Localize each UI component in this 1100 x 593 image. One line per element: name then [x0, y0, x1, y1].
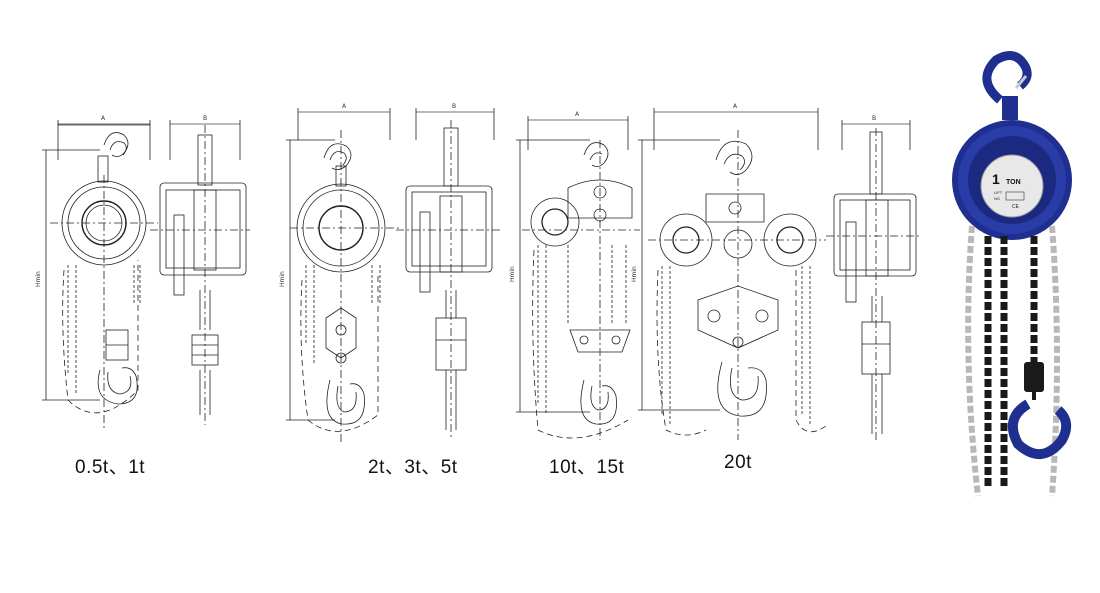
capacity-plate [980, 154, 1044, 218]
dim-a-label: A [575, 111, 580, 118]
dim-hmin-label: Hmin [509, 266, 516, 282]
drawing-front-10-15t: A Hmin [509, 111, 640, 440]
ce-mark: CE [1012, 204, 1020, 210]
drawing-front-0.5-1t: A Hmin [35, 115, 158, 430]
caption-2-5t: 2t、3t、5t [368, 457, 458, 478]
dim-b-label: B [203, 115, 207, 122]
capacity-unit: TON [1006, 179, 1021, 186]
product-photo-chain-block: CHAIN BLOCK 1 TON LIFT NO CE [952, 51, 1072, 497]
plate-line-2: NO [994, 196, 1000, 201]
capacity-number: 1 [992, 171, 1000, 187]
caption-0.5-1t: 0.5t、1t [75, 457, 146, 478]
dim-hmin-label: Hmin [279, 271, 286, 287]
dim-hmin-label: Hmin [631, 266, 638, 282]
dim-b-label: B [452, 103, 456, 110]
caption-10-15t: 10t、15t [549, 457, 625, 478]
drawing-side-2-5t: B [396, 103, 500, 440]
drawing-front-20t: A Hmin [631, 103, 827, 440]
dim-a-label: A [101, 115, 106, 122]
dim-b-label: B [872, 115, 876, 122]
dim-hmin-label: Hmin [35, 271, 42, 287]
drawing-side-0.5-1t: B [150, 115, 250, 425]
dim-a-label: A [733, 103, 738, 110]
drawing-side-10-20t: B [826, 115, 920, 440]
caption-20t: 20t [724, 452, 752, 473]
drawing-front-2-5t: A Hmin [279, 103, 400, 445]
plate-line-1: LIFT [994, 190, 1003, 195]
dim-a-label: A [342, 103, 347, 110]
